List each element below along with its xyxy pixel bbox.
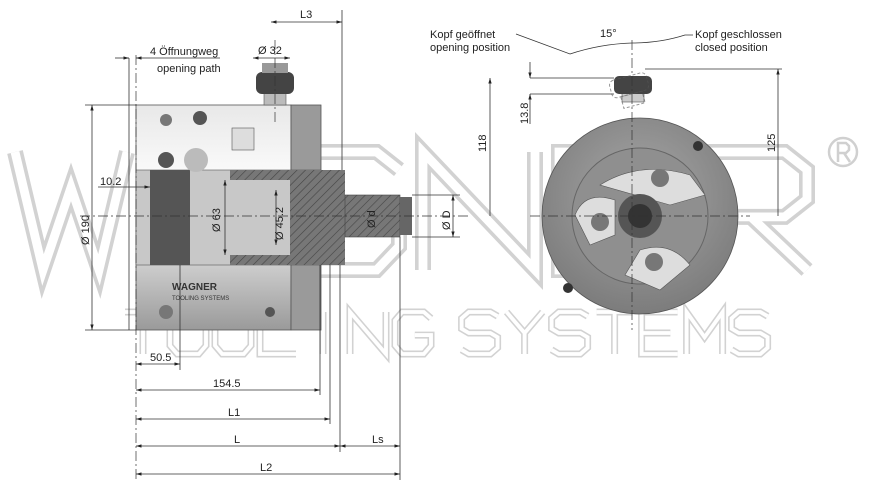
watermark-letter: [348, 306, 388, 360]
shank-section: [290, 170, 345, 265]
dim-d45-2: Ø 45.2: [274, 207, 286, 240]
dim-dD: Ø D: [441, 210, 453, 230]
dim-13-8: 13.8: [519, 103, 531, 124]
watermark-letter: [505, 310, 545, 354]
dim-L: L: [234, 434, 240, 446]
watermark-letter: [393, 310, 433, 356]
side-view-dimensions: L3 Ø 32 4 Öffnungweg opening path 10.2 Ø…: [80, 9, 460, 480]
closed-position-en: closed position: [695, 42, 768, 54]
front-view: [530, 40, 750, 330]
watermark-letter: [418, 140, 540, 282]
open-position-de: Kopf geöffnet: [430, 29, 495, 41]
watermark-letter: [459, 310, 500, 356]
dim-L3: L3: [300, 9, 312, 21]
watermark-letter: [684, 305, 725, 354]
dim-50-5: 50.5: [150, 352, 171, 364]
dim-angle: 15°: [600, 28, 617, 40]
dim-d63: Ø 63: [211, 208, 223, 232]
dim-d32: Ø 32: [258, 45, 282, 57]
dim-L1: L1: [228, 407, 240, 419]
registered-mark: [827, 136, 859, 168]
dim-118: 118: [477, 134, 489, 152]
dim-L2: L2: [260, 462, 272, 474]
front-view-dimensions: Kopf geöffnet opening position Kopf gesc…: [430, 28, 782, 216]
dim-Ls: Ls: [372, 434, 384, 446]
logo-subtext: TOOLING SYSTEMS: [172, 296, 229, 302]
side-view: WAGNER TOOLING SYSTEMS: [80, 40, 470, 480]
closed-position-de: Kopf geschlossen: [695, 29, 782, 41]
watermark-letter: [729, 310, 770, 356]
watermark-letter: [596, 310, 633, 354]
opening-path-de: 4 Öffnungweg: [150, 46, 218, 58]
watermark-letter: [10, 150, 132, 286]
dim-125: 125: [766, 134, 778, 152]
watermark-letter: [639, 310, 678, 356]
open-position-en: opening position: [430, 42, 510, 54]
dim-154-5: 154.5: [213, 378, 241, 390]
dim-10-2: 10.2: [100, 176, 121, 188]
logo-text: WAGNER: [172, 282, 218, 293]
opening-path-en: opening path: [157, 63, 221, 75]
thread-section: [150, 170, 190, 265]
knob: [614, 76, 652, 94]
dim-dd: Ø d: [366, 210, 378, 228]
jaw: [599, 169, 706, 206]
watermark-letter: [549, 310, 590, 356]
dim-d190: Ø 190: [80, 215, 92, 245]
